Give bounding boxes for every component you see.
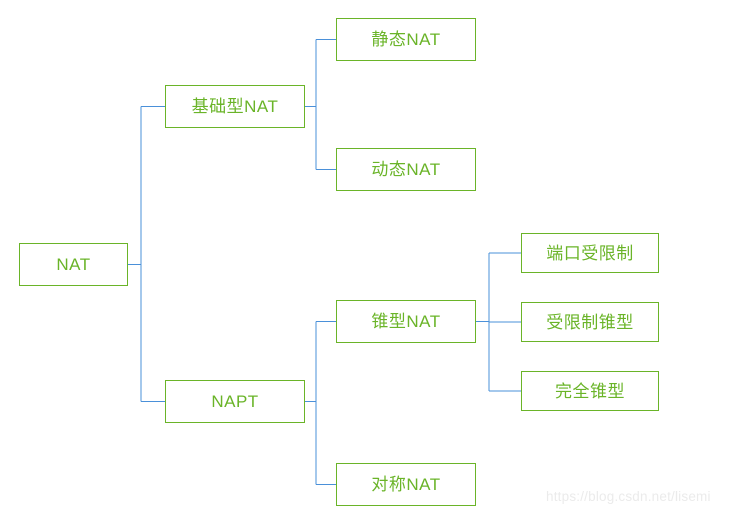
node-label: 对称NAT: [371, 475, 441, 494]
node-symmetric-nat[interactable]: 对称NAT: [336, 463, 476, 506]
node-restricted-cone[interactable]: 受限制锥型: [521, 302, 659, 342]
node-label: 受限制锥型: [546, 312, 634, 332]
node-label: 动态NAT: [371, 160, 441, 179]
node-port-restricted[interactable]: 端口受限制: [521, 233, 659, 273]
node-full-cone[interactable]: 完全锥型: [521, 371, 659, 411]
node-label: 锥型NAT: [371, 312, 441, 331]
node-label: NAPT: [211, 392, 259, 411]
node-label: NAT: [56, 255, 91, 274]
node-label: 端口受限制: [546, 243, 634, 263]
node-basic-nat[interactable]: 基础型NAT: [165, 85, 305, 128]
node-dynamic-nat[interactable]: 动态NAT: [336, 148, 476, 191]
node-label: 静态NAT: [371, 30, 441, 49]
node-nat[interactable]: NAT: [19, 243, 128, 286]
node-label: 基础型NAT: [191, 97, 279, 116]
node-napt[interactable]: NAPT: [165, 380, 305, 423]
watermark-text: https://blog.csdn.net/lisemi: [546, 489, 711, 504]
node-static-nat[interactable]: 静态NAT: [336, 18, 476, 61]
node-cone-nat[interactable]: 锥型NAT: [336, 300, 476, 343]
node-label: 完全锥型: [555, 381, 625, 401]
